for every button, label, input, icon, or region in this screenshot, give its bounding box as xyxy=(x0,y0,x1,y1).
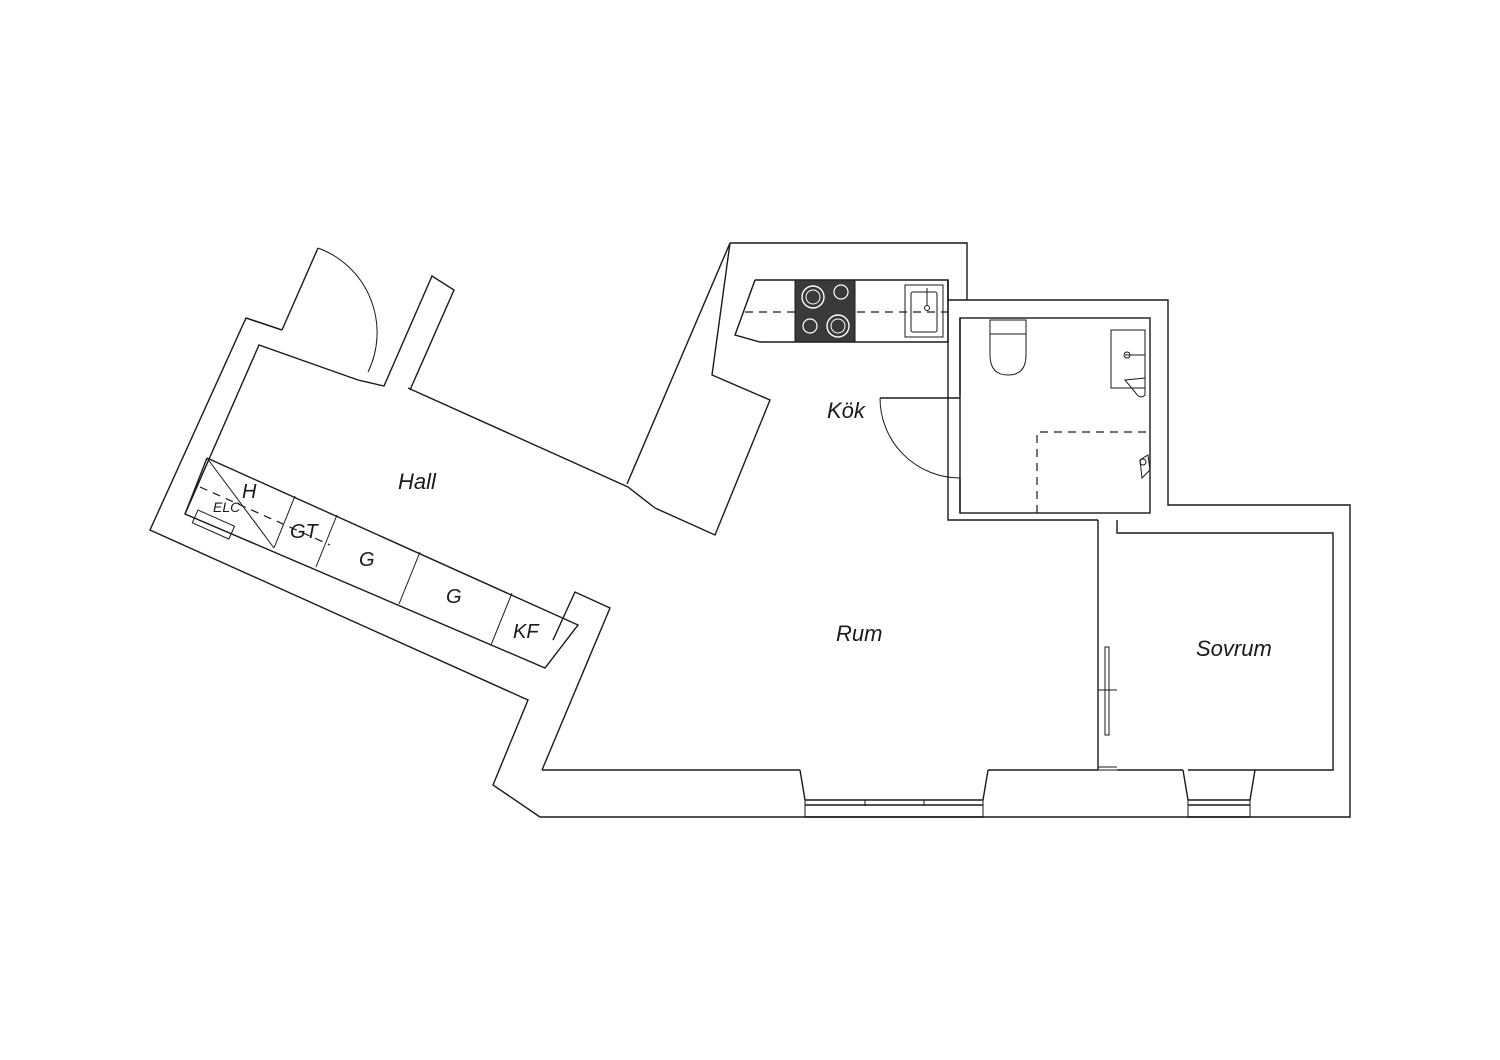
window-rum xyxy=(799,769,989,818)
window-sovrum xyxy=(1182,769,1256,818)
shower-head-icon xyxy=(1139,454,1151,480)
storage-label-h: H xyxy=(242,481,257,503)
wardrobes xyxy=(184,457,580,669)
washer-icon xyxy=(1124,377,1146,398)
storage-label-kf: KF xyxy=(513,621,540,643)
storage-label-g1: G xyxy=(359,549,375,571)
bathroom-door xyxy=(879,397,961,479)
room-label-sovrum: Sovrum xyxy=(1196,636,1272,661)
stove-icon xyxy=(794,279,856,343)
room-label-hall: Hall xyxy=(398,469,437,494)
storage-label-elc: ELC xyxy=(213,499,241,515)
room-label-rum: Rum xyxy=(836,621,882,646)
storage-labels: H ELC GT G G KF xyxy=(213,481,540,643)
bedroom-sliding-door xyxy=(1098,646,1117,736)
kitchen-sink-icon xyxy=(904,284,944,338)
outer-walls xyxy=(149,242,1351,818)
entry-door xyxy=(281,247,378,373)
window-divider xyxy=(1098,766,1117,771)
bathroom-walls xyxy=(947,280,1151,514)
toilet-icon xyxy=(989,319,1027,376)
room-labels: Hall Kök Rum Sovrum xyxy=(398,398,1272,661)
bathroom-sink-icon xyxy=(1110,329,1146,389)
storage-label-gt: GT xyxy=(290,521,320,543)
storage-label-g2: G xyxy=(446,586,462,608)
room-label-kok: Kök xyxy=(827,398,866,423)
